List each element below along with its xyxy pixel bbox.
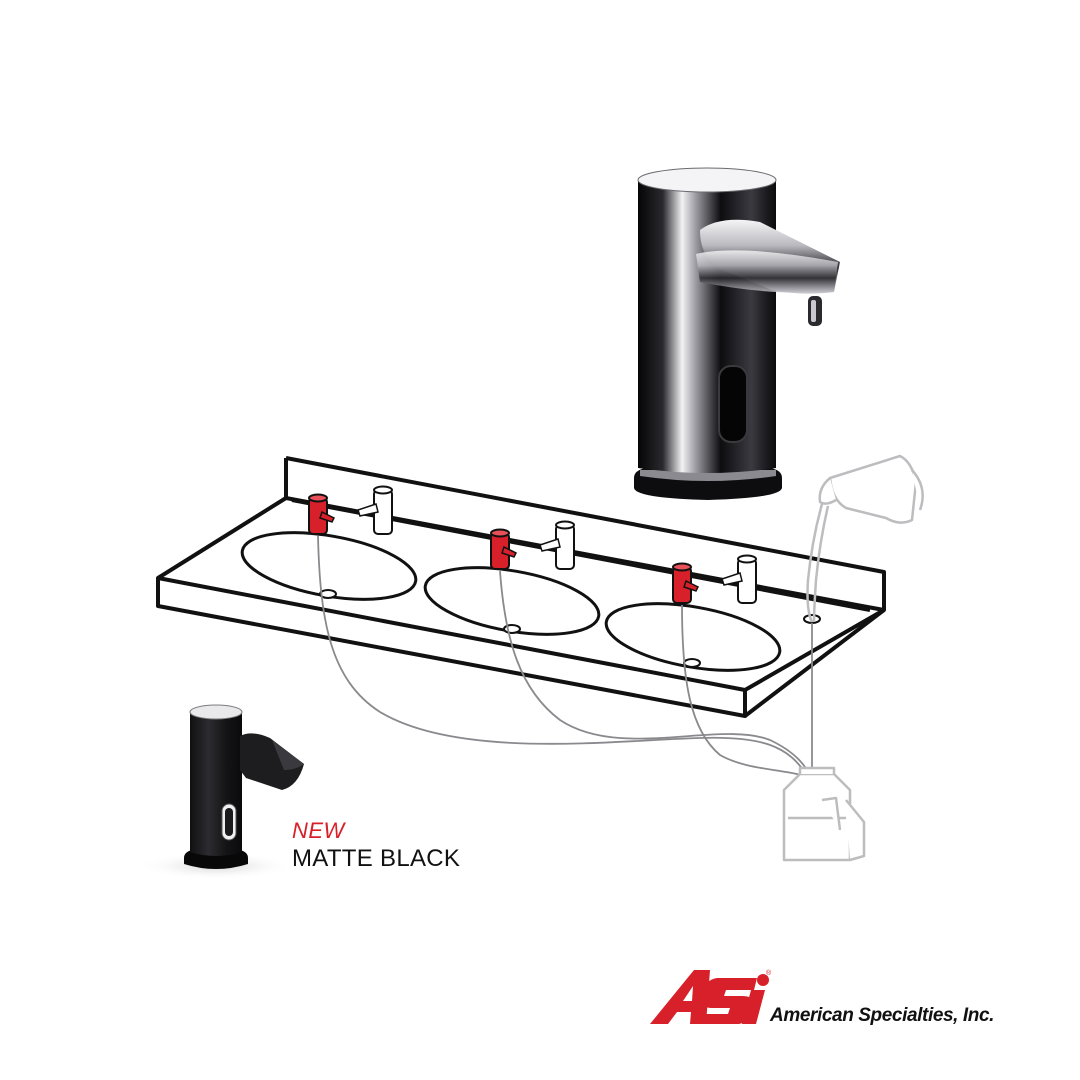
- soap-dispenser-icon: [490, 528, 518, 570]
- pouring-pitcher-icon: [806, 454, 924, 623]
- soap-dispenser-icon: [628, 167, 840, 502]
- new-label: NEW: [292, 818, 345, 843]
- sink-faucet-icon: [539, 520, 575, 570]
- finish-label: MATTE BLACK: [292, 845, 461, 872]
- sink-faucet-icon: [357, 485, 393, 535]
- asi-logo: ®: [650, 969, 772, 1024]
- soap-dispenser-icon: [672, 562, 700, 604]
- sink-basins: [240, 531, 782, 672]
- sink-faucet-icon: [138, 704, 304, 880]
- sink-faucet-icon: [721, 554, 757, 604]
- soap-reservoir-icon: [782, 766, 866, 862]
- sink-countertop: [156, 456, 886, 718]
- svg-text:®: ®: [766, 969, 772, 977]
- deck-dispensers: [308, 485, 757, 604]
- soap-dispenser-icon: [308, 493, 336, 535]
- supply-tubes: [317, 535, 817, 781]
- company-name: American Specialties, Inc.: [770, 1005, 995, 1026]
